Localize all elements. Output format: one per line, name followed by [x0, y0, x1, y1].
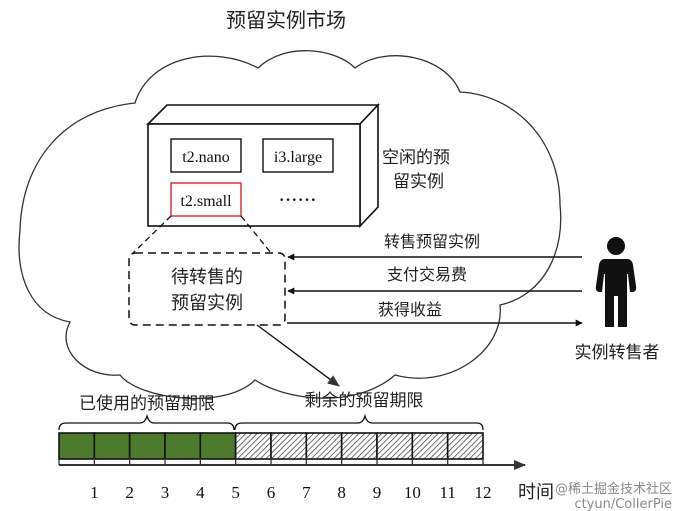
pending-resale-box[interactable] — [128, 252, 286, 326]
axis-tick-label: 3 — [161, 483, 170, 502]
watermark-line2: ctyun/CollerPie — [574, 497, 672, 511]
axis-tick-label: 11 — [439, 483, 455, 502]
axis-tick-label: 9 — [373, 483, 382, 502]
flow-label: 获得收益 — [378, 300, 442, 319]
remaining-period-label: 剩余的预留期限 — [305, 391, 424, 411]
diagram-title: 预留实例市场 — [226, 8, 346, 32]
used-period-brace — [58, 413, 235, 431]
zoom-line-right — [240, 215, 272, 254]
used-period-cell — [164, 432, 202, 460]
used-period-cell — [93, 432, 131, 460]
axis-tick-label: 10 — [404, 483, 421, 502]
watermark-line1: @稀土掘金技术社区 — [555, 481, 672, 497]
remaining-period-cell — [234, 432, 272, 460]
used-period-cell — [128, 432, 166, 460]
axis-tick-label: 12 — [475, 483, 492, 502]
used-period-label: 已使用的预留期限 — [79, 393, 215, 414]
axis-tick-label: 6 — [267, 483, 276, 502]
remaining-period-cell — [340, 432, 378, 460]
instance-item[interactable]: i3.large — [262, 138, 334, 173]
pool-label-line1: 空闲的预 — [382, 148, 450, 168]
pending-label-line2: 预留实例 — [171, 293, 243, 314]
timeline-cells — [58, 432, 484, 460]
remaining-period-cell — [446, 432, 484, 460]
flow-label: 支付交易费 — [387, 265, 467, 284]
used-period-cell — [199, 432, 237, 460]
remaining-period-cell — [411, 432, 449, 460]
remaining-period-brace — [234, 413, 484, 431]
axis-tick-label: 2 — [125, 483, 134, 502]
axis-tick-label: 5 — [231, 483, 240, 502]
instance-pool-cube-top — [146, 104, 380, 125]
instance-item[interactable]: t2.nano — [170, 138, 242, 173]
remaining-period-cell — [305, 432, 343, 460]
axis-tick-label: 4 — [196, 483, 205, 502]
more-instances-ellipsis: ······ — [279, 192, 317, 209]
pool-label-line2: 留实例 — [393, 172, 444, 192]
person-icon — [595, 237, 637, 327]
axis-tick-label: 1 — [90, 483, 99, 502]
axis-tick-label: 8 — [337, 483, 346, 502]
axis-tick-label: 7 — [302, 483, 311, 502]
seller-label: 实例转售者 — [575, 343, 660, 363]
cloud-shape — [18, 50, 562, 400]
time-axis-label: 时间 — [518, 482, 554, 503]
flow-label: 转售预留实例 — [384, 232, 480, 251]
pending-label-line1: 待转售的 — [171, 267, 243, 288]
used-period-cell — [58, 432, 96, 460]
instance-pool-cube-side — [359, 102, 379, 229]
pending-to-remaining-arrow — [256, 324, 340, 387]
instance-item-highlighted[interactable]: t2.small — [170, 182, 242, 217]
instance-name: i3.large — [274, 149, 322, 166]
remaining-period-cell — [270, 432, 308, 460]
instance-name: t2.nano — [182, 149, 230, 166]
instance-name: t2.small — [180, 193, 232, 210]
remaining-period-cell — [376, 432, 414, 460]
